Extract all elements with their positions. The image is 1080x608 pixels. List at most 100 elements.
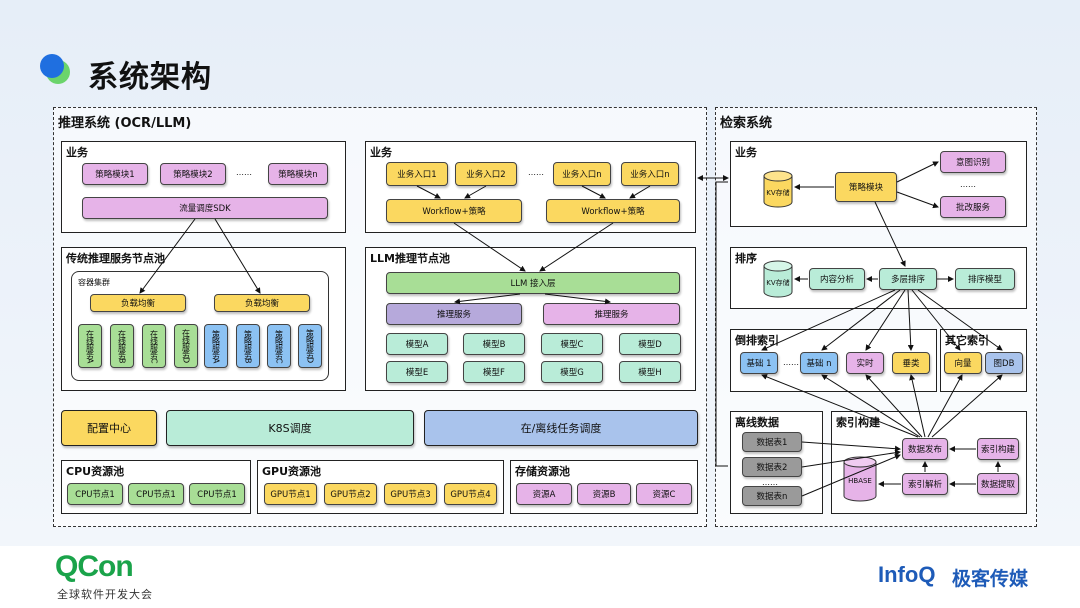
rewrite-service: 批改服务	[940, 196, 1006, 218]
model-e: 模型E	[386, 361, 448, 383]
online-service-d: 在线服务D	[174, 324, 198, 368]
biz-kv-label: KV存储	[766, 189, 790, 197]
intent-recognition: 意图识别	[940, 151, 1006, 173]
model-h: 模型H	[619, 361, 681, 383]
rank-kv-label: KV存储	[766, 279, 790, 287]
strategy-module-n: 策略模块n	[268, 163, 328, 185]
database-cylinder-icon	[763, 170, 793, 208]
index-parse: 索引解析	[902, 473, 948, 495]
retrieval-strategy-module: 策略模块	[835, 172, 897, 202]
ellipsis: ……	[236, 168, 252, 177]
gpu-node-3: GPU节点3	[384, 483, 437, 505]
model-d: 模型D	[619, 333, 681, 355]
gpu-node-2: GPU节点2	[324, 483, 377, 505]
ellipsis: ……	[960, 180, 976, 189]
data-table-1: 数据表1	[742, 432, 802, 452]
cpu-pool-label: CPU资源池	[66, 465, 125, 478]
index-build: 索引构建	[977, 438, 1019, 460]
workflow-strategy-1: Workflow+策略	[386, 199, 522, 223]
biz-entry-1: 业务入口1	[386, 162, 448, 186]
index-graph-db: 图DB	[985, 352, 1023, 374]
index-vector: 向量	[944, 352, 982, 374]
strategy-module-2: 策略模块2	[160, 163, 226, 185]
qcon-subtitle: 全球软件开发大会	[57, 588, 153, 601]
retrieval-system-title: 检索系统	[720, 116, 773, 131]
storage-pool-label: 存储资源池	[515, 465, 570, 478]
model-c: 模型C	[541, 333, 603, 355]
rank-label: 排序	[735, 252, 757, 265]
index-base-1: 基础 1	[740, 352, 778, 374]
inference-service-1: 推理服务	[386, 303, 522, 325]
biz-panel-right-label: 业务	[370, 146, 392, 159]
cpu-node-2: CPU节点1	[128, 483, 184, 505]
policy-service-c: 策略服务C	[267, 324, 291, 368]
model-f: 模型F	[463, 361, 525, 383]
gpu-node-4: GPU节点4	[444, 483, 497, 505]
footer-bar: QCon 全球软件开发大会 InfoQ 极客传媒	[0, 546, 1080, 608]
index-base-n: 基础 n	[800, 352, 838, 374]
biz-entry-n-a: 业务入口n	[553, 162, 611, 186]
biz-kv-storage: KV存储	[763, 170, 793, 208]
model-b: 模型B	[463, 333, 525, 355]
load-balancer-2: 负载均衡	[214, 294, 310, 312]
data-extract: 数据提取	[977, 473, 1019, 495]
page-title: 系统架构	[88, 60, 212, 95]
data-table-2: 数据表2	[742, 457, 802, 477]
cpu-node-3: CPU节点1	[189, 483, 245, 505]
container-cluster-label: 容器集群	[78, 278, 110, 287]
other-index-label: 其它索引	[945, 334, 989, 347]
gpu-node-1: GPU节点1	[264, 483, 317, 505]
ellipsis: ……	[762, 478, 778, 487]
config-center: 配置中心	[61, 410, 157, 446]
retrieval-biz-label: 业务	[735, 146, 757, 159]
biz-panel-left-label: 业务	[66, 146, 88, 159]
cpu-node-1: CPU节点1	[67, 483, 123, 505]
load-balancer-1: 负载均衡	[90, 294, 186, 312]
resource-a: 资源A	[516, 483, 572, 505]
index-realtime: 实时	[846, 352, 884, 374]
rank-kv-storage: KV存储	[763, 260, 793, 298]
task-scheduling: 在/离线任务调度	[424, 410, 698, 446]
resource-b: 资源B	[577, 483, 631, 505]
online-service-c: 在线服务C	[142, 324, 166, 368]
slide-canvas: 系统架构 推理系统 (OCR/LLM) 检索系统 业务 策略模块1 策略模块2 …	[0, 0, 1080, 546]
index-vertical: 垂类	[892, 352, 930, 374]
online-service-b: 在线服务B	[110, 324, 134, 368]
workflow-strategy-2: Workflow+策略	[546, 199, 680, 223]
rank-model: 排序模型	[955, 268, 1015, 290]
policy-service-d: 策略服务D	[298, 324, 322, 368]
online-service-a: 在线服务A	[78, 324, 102, 368]
ellipsis: ……	[528, 168, 544, 177]
strategy-module-1: 策略模块1	[82, 163, 148, 185]
inference-service-2: 推理服务	[543, 303, 680, 325]
infoq-logo: InfoQ	[878, 562, 936, 587]
offline-data-label: 离线数据	[735, 416, 779, 429]
multi-layer-rank: 多层排序	[879, 268, 937, 290]
geek-media-logo: 极客传媒	[952, 568, 1029, 590]
model-a: 模型A	[386, 333, 448, 355]
data-table-n: 数据表n	[742, 486, 802, 506]
content-analysis: 内容分析	[809, 268, 865, 290]
hbase-storage: HBASE	[843, 456, 877, 502]
ellipsis: ……	[783, 358, 799, 367]
inverted-index-label: 倒排索引	[735, 334, 779, 347]
hbase-label: HBASE	[848, 477, 872, 485]
inference-system-title: 推理系统 (OCR/LLM)	[58, 116, 192, 131]
traditional-pool-label: 传统推理服务节点池	[66, 252, 165, 265]
biz-entry-2: 业务入口2	[455, 162, 517, 186]
qcon-logo: QCon	[55, 550, 134, 583]
biz-entry-n-b: 业务入口n	[621, 162, 679, 186]
gpu-pool-label: GPU资源池	[262, 465, 322, 478]
llm-pool-label: LLM推理节点池	[370, 252, 450, 265]
policy-service-b: 策略服务B	[236, 324, 260, 368]
index-build-label: 索引构建	[836, 416, 880, 429]
traffic-sdk: 流量调度SDK	[82, 197, 328, 219]
data-publish: 数据发布	[902, 438, 948, 460]
llm-access-layer: LLM 接入层	[386, 272, 680, 294]
biz-panel-left: 业务	[61, 141, 346, 233]
model-g: 模型G	[541, 361, 603, 383]
policy-service-a: 策略服务A	[204, 324, 228, 368]
k8s-scheduling: K8S调度	[166, 410, 414, 446]
resource-c: 资源C	[636, 483, 692, 505]
title-dot-icon	[40, 54, 72, 86]
